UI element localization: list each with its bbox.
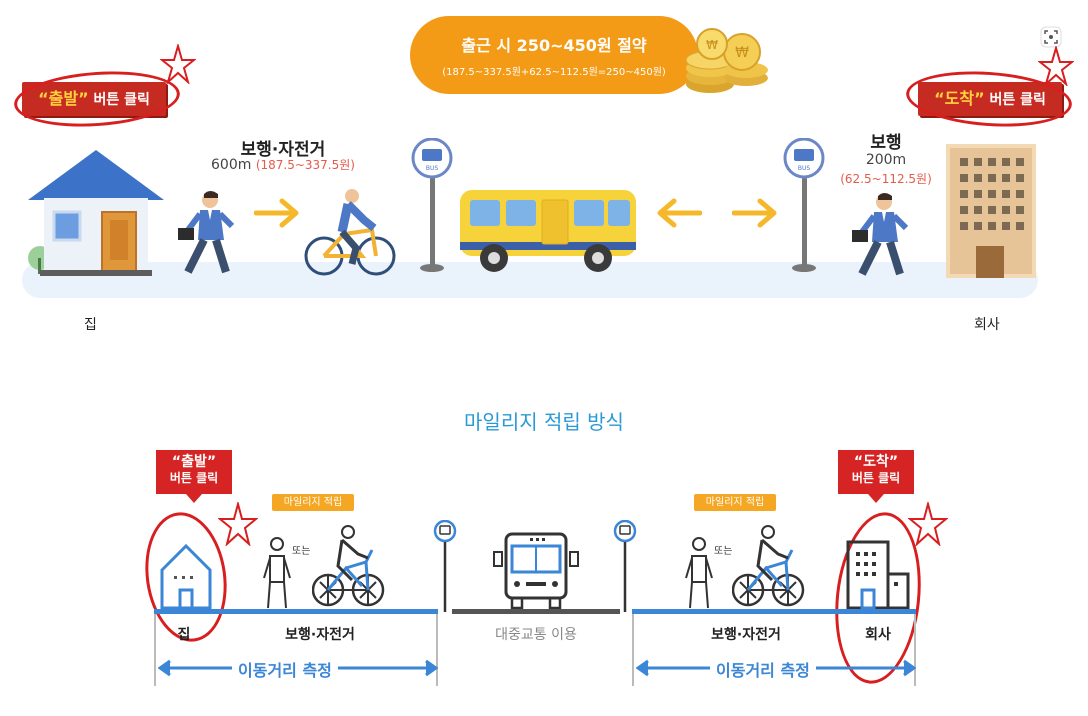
walker-outline-icon <box>685 537 713 609</box>
measure-label-right: 이동거리 측정 <box>710 657 816 681</box>
section-title: 마일리지 적립 방식 <box>464 410 624 434</box>
office-label: 회사 <box>974 317 1000 333</box>
tick <box>632 614 634 686</box>
tick <box>154 614 156 686</box>
screenshot-icon[interactable] <box>1040 26 1062 48</box>
office-building-icon <box>946 144 1036 278</box>
bus-sign-text: BUS <box>798 165 811 172</box>
home-outline-icon <box>160 543 212 610</box>
start-tag-line2: 버튼 클릭 <box>169 471 219 485</box>
mileage-tag-right: 마일리지 적립 <box>694 494 776 511</box>
bus-icon <box>460 190 636 272</box>
home-label-bottom: 집 <box>177 627 191 643</box>
walk-bike-label-right: 보행·자전거 <box>711 627 781 643</box>
step1-detail: 600m (187.5~337.5원) <box>196 156 370 173</box>
end-button-tag-small: “도착” 버튼 클릭 <box>838 450 914 494</box>
bike-outline-icon <box>312 525 385 607</box>
end-tag-rest: 버튼 클릭 <box>984 92 1046 108</box>
step2-title: 보행 <box>870 133 902 153</box>
step2-distance: 200m <box>865 152 907 168</box>
coins-icon: ₩ ₩ <box>685 28 768 93</box>
tick <box>914 614 916 686</box>
walk-segment-right <box>632 609 916 614</box>
start-tag-rest: 버튼 클릭 <box>88 92 150 108</box>
bus-stop-outline-icon <box>613 520 637 612</box>
walking-person-icon <box>178 191 235 274</box>
office-outline-icon <box>846 540 910 610</box>
step2-cost-wrap: (62.5~112.5원) <box>830 170 942 187</box>
bus-stop-outline-icon <box>433 520 457 612</box>
end-tag-line1: “도착” <box>853 454 899 470</box>
or-text-left: 또는 <box>292 546 311 557</box>
office-label-bottom: 회사 <box>865 627 891 643</box>
arrow-left-icon <box>657 198 702 228</box>
star-doodle-icon <box>218 502 258 546</box>
bus-sign-text: BUS <box>426 165 439 172</box>
transit-segment <box>452 609 620 614</box>
walk-bike-label-left: 보행·자전거 <box>285 627 355 643</box>
start-button-tag: “출발” 버튼 클릭 <box>22 82 166 116</box>
saving-formula: (187.5~337.5원+62.5~112.5원=250~450원) <box>442 67 666 78</box>
step1-distance: 600m <box>211 157 252 173</box>
start-button-tag-small: “출발” 버튼 클릭 <box>156 450 232 494</box>
mileage-tag-left: 마일리지 적립 <box>272 494 354 511</box>
bus-stop-sign-icon: BUS <box>783 138 825 272</box>
end-button-tag: “도착” 버튼 클릭 <box>918 82 1062 116</box>
saving-title: 출근 시 250~450원 절약 <box>461 36 647 55</box>
end-tag-quoted: “도착” <box>934 89 985 108</box>
end-tag-line2: 버튼 클릭 <box>851 471 901 485</box>
saving-bubble: 출근 시 250~450원 절약 (187.5~337.5원+62.5~112.… <box>410 16 698 94</box>
svg-text:₩: ₩ <box>706 38 718 52</box>
start-circle-mark <box>12 66 182 132</box>
arrow-right-icon <box>732 198 777 228</box>
bus-outline-icon <box>493 532 579 610</box>
start-tag-quoted: “출발” <box>38 89 89 108</box>
star-doodle-icon <box>160 44 196 84</box>
star-doodle-icon <box>908 502 948 546</box>
tag-pointer-icon <box>186 494 202 503</box>
step1-title: 보행·자전거 <box>240 140 326 160</box>
house-icon <box>28 150 164 276</box>
walk-segment-left <box>154 609 438 614</box>
transit-label: 대중교통 이용 <box>495 627 577 643</box>
home-label: 집 <box>84 317 97 333</box>
measure-label-left: 이동거리 측정 <box>232 657 338 681</box>
walker-outline-icon <box>263 537 291 609</box>
step2-cost: (62.5~112.5원) <box>840 172 932 186</box>
bike-outline-icon <box>732 525 805 607</box>
tick <box>436 614 438 686</box>
tag-pointer-icon <box>868 494 884 503</box>
arrow-right-icon <box>254 198 299 228</box>
cyclist-icon <box>304 189 396 276</box>
svg-text:₩: ₩ <box>735 45 749 61</box>
star-doodle-icon <box>1038 46 1074 86</box>
start-tag-line1: “출발” <box>171 454 217 470</box>
bus-stop-sign-icon: BUS <box>411 138 453 272</box>
or-text-right: 또는 <box>714 546 733 557</box>
step1-cost: (187.5~337.5원) <box>255 158 355 172</box>
walking-person-icon <box>852 193 909 276</box>
